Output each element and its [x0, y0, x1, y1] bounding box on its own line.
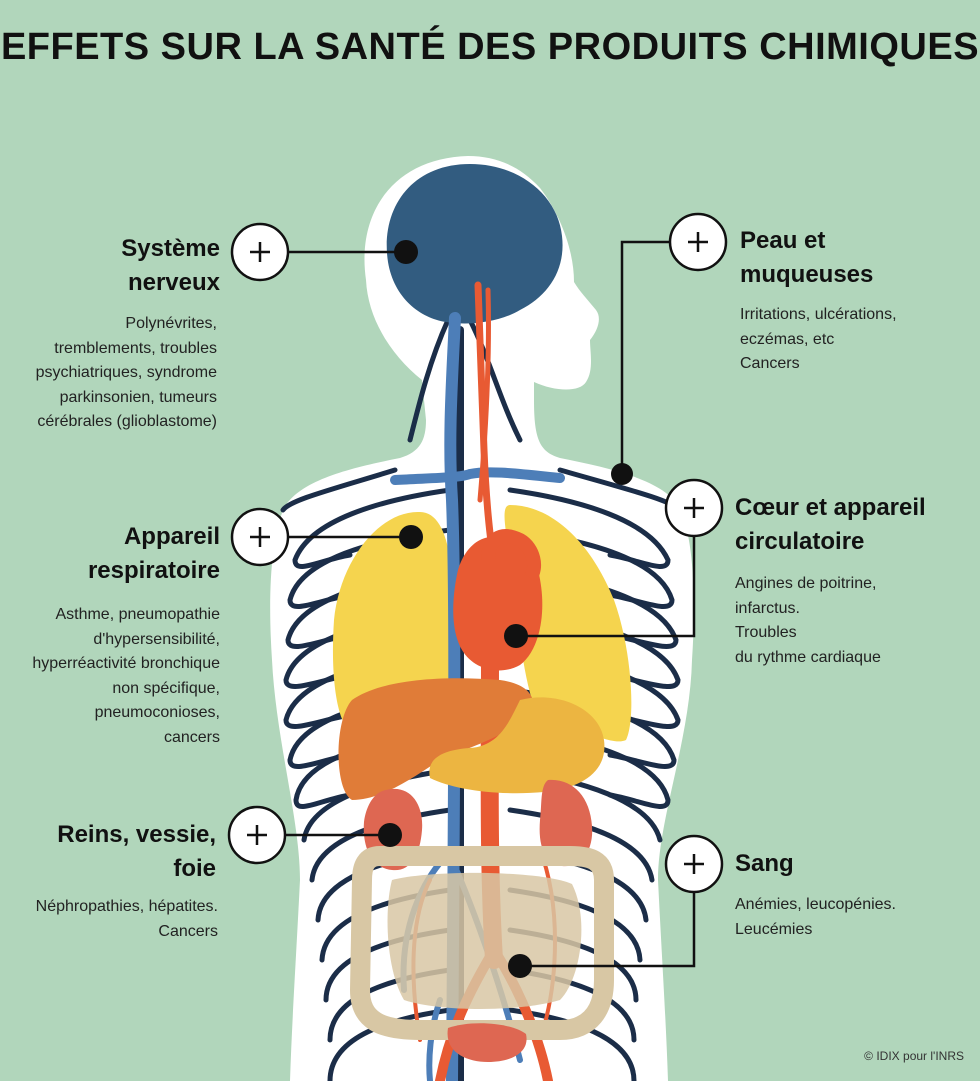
plus-icon	[684, 854, 704, 874]
details-coeur: Angines de poitrine, infarctus. Troubles…	[735, 575, 881, 666]
heading-coeur: Cœur et appareil circulatoire	[735, 494, 926, 555]
details-reins: Néphropathies, hépatites. Cancers	[35, 898, 218, 940]
connector-dot	[508, 954, 532, 978]
plus-button-nerveux[interactable]	[230, 222, 290, 282]
page-title: EFFETS SUR LA SANTÉ DES PRODUITS CHIMIQU…	[0, 26, 980, 68]
plus-button-respiratoire[interactable]	[230, 507, 290, 567]
connector-dots	[378, 240, 633, 978]
intestines	[350, 846, 614, 1040]
plus-icon	[684, 498, 704, 518]
plus-icon	[250, 242, 270, 262]
plus-icon	[250, 527, 270, 547]
connector-dot	[378, 823, 402, 847]
plus-icon	[688, 232, 708, 252]
aortic-arch	[481, 529, 542, 583]
plus-button-coeur[interactable]	[664, 478, 724, 538]
details-peau: Irritations, ulcérations, eczémas, etc C…	[740, 306, 897, 372]
connector-dot	[394, 240, 418, 264]
heading-peau: Peau et muqueuses	[740, 227, 874, 288]
heading-sang: Sang	[735, 850, 794, 877]
left-lung	[332, 511, 455, 732]
heading-reins: Reins, vessie, foie	[57, 821, 216, 882]
plus-button-sang[interactable]	[664, 834, 724, 894]
details-nerveux: Polynévrites, tremblements, troubles psy…	[35, 315, 217, 430]
right-kidney	[539, 779, 593, 867]
details-respiratoire: Asthme, pneumopathie d'hypersensibilité,…	[32, 606, 220, 746]
plus-button-peau[interactable]	[668, 212, 728, 272]
plus-button-reins[interactable]	[227, 805, 287, 865]
brain	[386, 164, 563, 324]
stomach	[429, 697, 605, 794]
small-intestine	[387, 872, 582, 1009]
bladder	[447, 1023, 527, 1062]
heading-respiratoire: Appareil respiratoire	[87, 523, 220, 584]
connector-dot	[611, 463, 633, 485]
connector-dot	[504, 624, 528, 648]
credit: © IDIX pour l'INRS	[864, 1049, 964, 1063]
connector-dot	[399, 525, 423, 549]
heading-nerveux: Système nerveux	[121, 235, 220, 296]
plus-icon	[247, 825, 267, 845]
details-sang: Anémies, leucopénies. Leucémies	[735, 896, 896, 938]
liver	[338, 678, 533, 800]
connectors	[285, 240, 696, 968]
